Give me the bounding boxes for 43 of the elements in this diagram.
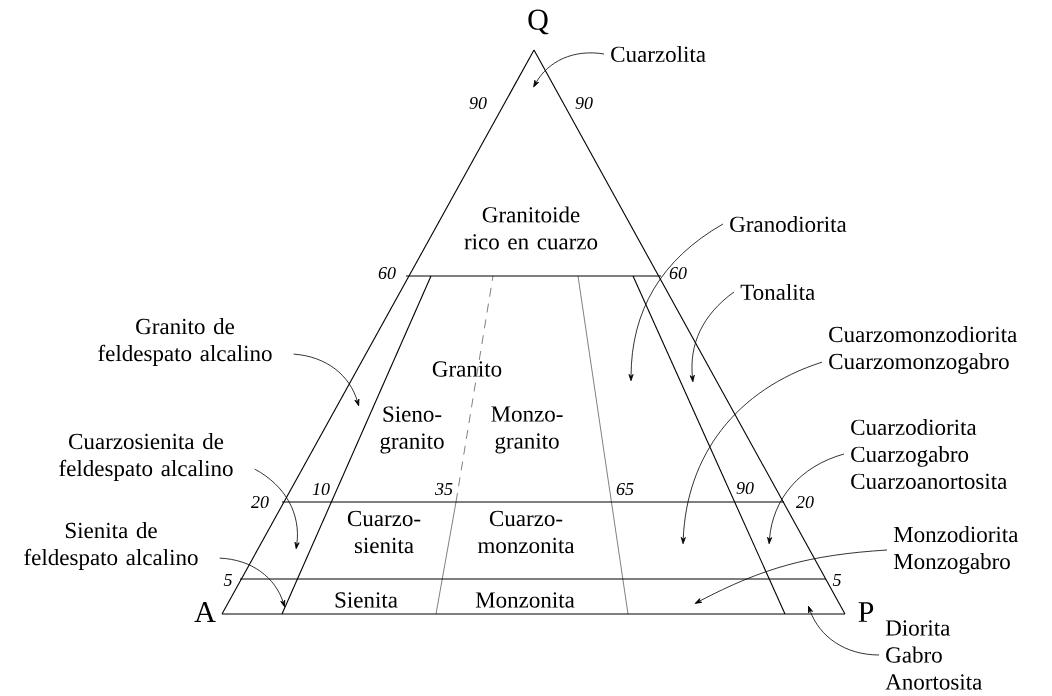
tick-number: 65 [616,482,634,496]
leader-arrow [628,223,724,382]
leader-arrow [219,557,286,608]
field-label: Granitoide rico en cuarzo [464,206,598,250]
rock-name: Granito de feldespato alcalino [98,318,272,366]
tick-number: 20 [796,495,814,509]
field-label: Sieno- granito [380,406,444,454]
field-label: Sienita [335,592,398,608]
vertex-label: A [194,602,216,622]
field-label: Cuarzo- monzonita [477,510,575,554]
tick-number: 90 [469,96,487,110]
field-label: Monzonita [475,592,575,608]
tick-number: 10 [312,482,330,496]
rock-name: Sienita de feldespato alcalino [24,522,198,570]
rock-name: Diorita Gabro Anortosita [885,620,982,690]
rock-name: Cuarzosienita de feldespato alcalino [59,433,233,481]
tick-number: 60 [378,266,396,280]
leader-arrow [293,353,360,407]
leader-arrow [689,291,735,383]
tick-number: 35 [434,482,453,496]
tick-number: 5 [832,574,841,586]
tick-number: 90 [575,96,593,110]
rock-name: Tonalita [740,283,815,301]
field-label: Monzo- granito [491,406,563,454]
tick-number: 90 [736,481,754,495]
field-label: Cuarzo- sienita [347,510,421,554]
leader-arrow [533,52,605,88]
rock-name: Cuarzomonzodiorita Cuarzomonzogabro [829,326,1017,374]
vertex-label: P [858,602,874,622]
rock-name: Granodiorita [730,215,847,233]
tick-number: 20 [251,495,269,509]
rock-name: Monzodiorita Monzogabro [893,526,1019,574]
tick-number: 60 [669,266,687,280]
leader-arrow [254,468,300,550]
tick-number: 5 [223,574,232,586]
leader-arrow [680,361,823,545]
field-label: Granito [432,361,502,377]
leader-arrow [694,549,888,604]
leader-arrow [767,453,845,545]
leader-arrow [808,605,880,656]
vertex-label: Q [528,9,549,35]
rock-name: Cuarzodiorita Cuarzogabro Cuarzoanortosita [851,418,1008,490]
rock-name: Cuarzolita [611,45,706,63]
